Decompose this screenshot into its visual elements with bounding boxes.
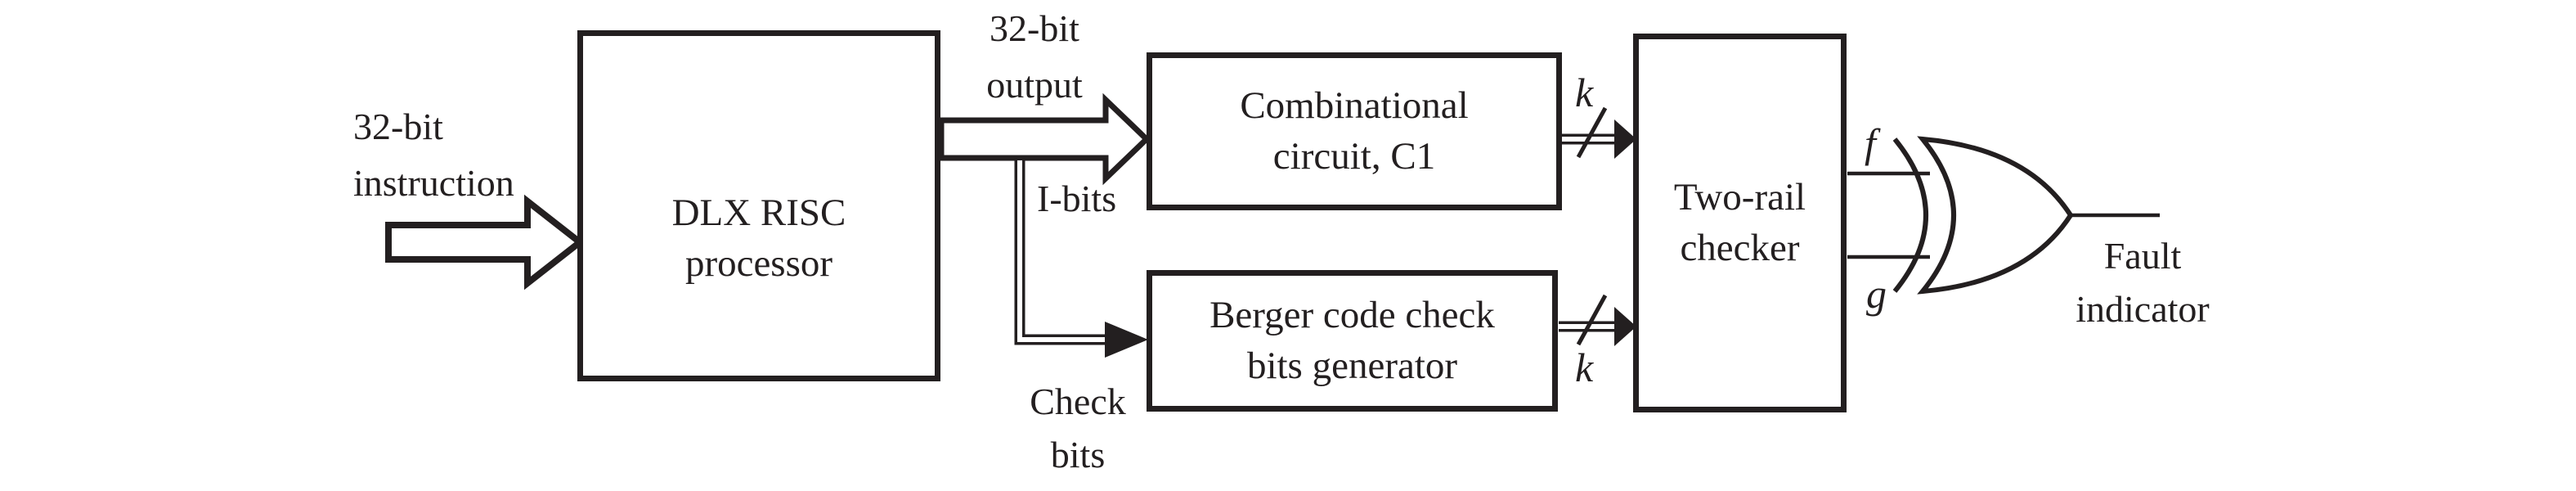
combinational-circuit-box: Combinational circuit, C1 [1147,52,1562,210]
instruction-block-arrow-icon [385,194,586,291]
berger-code-generator-box: Berger code check bits generator [1147,270,1558,412]
fault-indicator-label-line2: indicator [2076,288,2210,331]
g-signal-label: g [1866,271,1887,317]
two-rail-checker-label-line1: Two-rail [1673,176,1806,219]
combinational-circuit-label-line2: circuit, C1 [1272,134,1436,178]
xor-gate-back-arc-icon [1892,137,1928,293]
k-upper-slash-icon [1576,106,1608,159]
berger-code-generator-label-line1: Berger code check [1209,294,1495,337]
processor-output-label: 32-bit output [961,0,1108,113]
f-signal-label: f [1865,120,1876,166]
dlx-risc-processor-label-line1: DLX RISC [671,191,846,235]
check-bits-label: Check bits [1008,375,1147,482]
k-lower-arrowhead-icon [1614,307,1636,346]
dlx-risc-processor-box: DLX RISC processor [577,30,940,381]
k-upper-bus-width-label: k [1575,70,1594,115]
k-lower-bus-width-label: k [1575,345,1594,390]
dlx-risc-processor-label-line2: processor [684,241,833,285]
combinational-circuit-label-line1: Combinational [1240,84,1469,128]
i-bits-label-text: I-bits [1037,178,1117,219]
two-rail-checker-box: Two-rail checker [1633,34,1847,412]
output-block-arrow-icon [938,92,1151,186]
i-bits-label: I-bits [1037,170,1116,227]
berger-code-generator-label-line2: bits generator [1246,344,1458,387]
check-bits-label-line1: Check [1030,381,1126,422]
check-bits-bus-core [1017,160,1106,342]
xor-gate-icon [1917,136,2074,295]
check-bits-arrowhead-icon [1105,322,1148,358]
fault-indicator-label: Fault indicator [2057,229,2228,336]
k-upper-arrowhead-icon [1614,119,1636,159]
processor-output-label-line1: 32-bit [990,7,1079,49]
instruction-input-label-line1: 32-bit [353,106,443,147]
check-bits-label-line2: bits [1050,434,1106,476]
processor-output-label-line2: output [986,64,1083,106]
fault-indicator-label-line1: Fault [2103,235,2182,277]
instruction-input-label: 32-bit instruction [353,98,514,211]
two-rail-checker-label-line2: checker [1680,226,1800,269]
instruction-input-label-line2: instruction [353,162,514,204]
k-lower-slash-icon [1576,294,1608,346]
